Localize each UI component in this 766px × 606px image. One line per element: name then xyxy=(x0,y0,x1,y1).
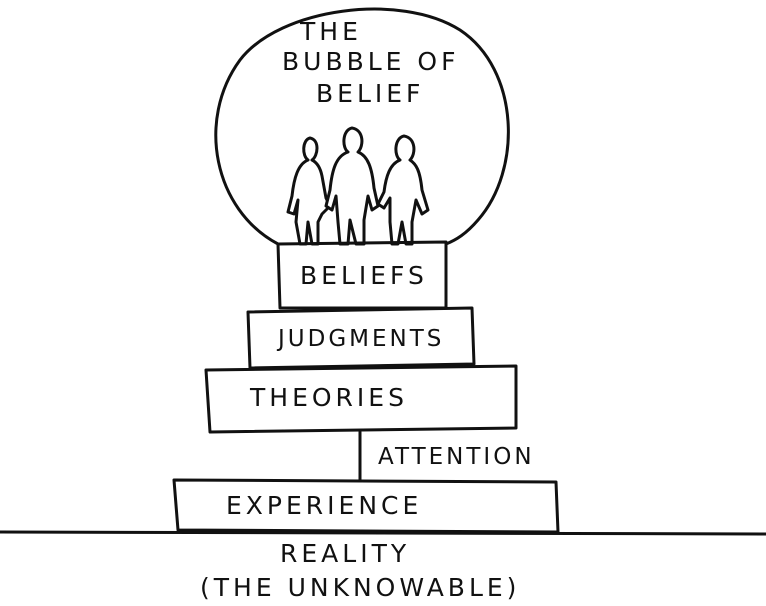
person-middle xyxy=(324,126,380,246)
attention-label: ATTENTION xyxy=(378,444,535,470)
judgments-box xyxy=(246,306,476,370)
people-silhouettes xyxy=(286,126,430,246)
theories-label: THEORIES xyxy=(249,383,408,412)
experience-label: EXPERIENCE xyxy=(226,491,422,520)
bubble-title-line1: THE xyxy=(299,17,362,46)
person-left xyxy=(286,136,332,246)
bubble-outline xyxy=(214,7,510,246)
person-right xyxy=(376,134,430,246)
bubble-title-line3: BELIEF xyxy=(316,79,424,108)
unknowable-label: (THE UNKNOWABLE) xyxy=(200,573,520,602)
bubble-title-line2: BUBBLE OF xyxy=(282,47,459,76)
theories-box xyxy=(204,364,518,434)
judgments-label: JUDGMENTS xyxy=(276,326,444,352)
beliefs-label: BELIEFS xyxy=(300,261,428,290)
reality-label: REALITY xyxy=(280,539,410,568)
ground-line xyxy=(0,530,766,536)
